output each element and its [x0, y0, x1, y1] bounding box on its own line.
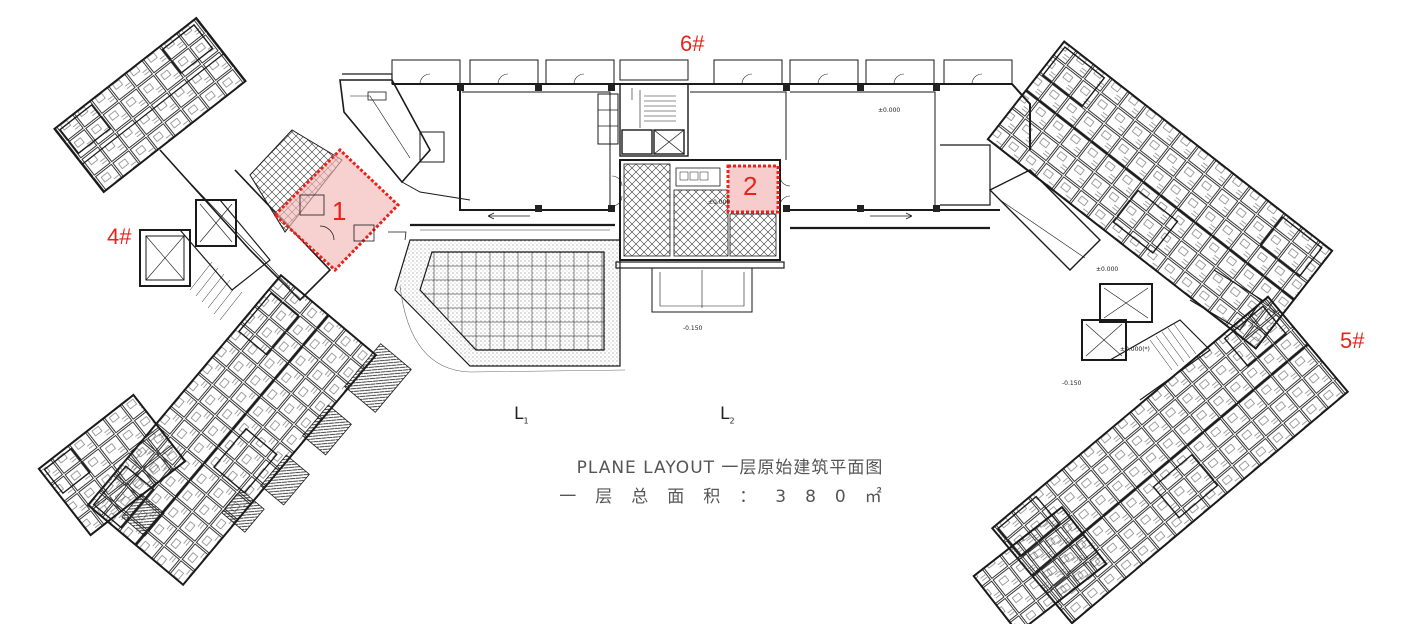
elevation-mark: ±0.000 [878, 107, 901, 114]
building-label-6: 6# [680, 31, 705, 56]
plan-caption-area: 一层总面积：380㎡ [559, 487, 901, 507]
building-label-4: 4# [107, 224, 132, 249]
elevation-mark: ±0.000 [1096, 266, 1119, 273]
plan-caption-title: PLANE LAYOUT 一层原始建筑平面图 [576, 458, 884, 478]
building-label-5: 5# [1340, 328, 1365, 353]
section-mark-l2: L2 [720, 404, 735, 426]
section-mark-l1: L1 [514, 404, 529, 426]
elevation-mark: -0.150 [683, 325, 703, 332]
zone-number-1: 1 [332, 196, 347, 226]
left-connector [339, 79, 471, 201]
zone-2-highlight [726, 164, 780, 214]
elevation-mark: ±0.000(*) [1120, 346, 1150, 353]
elevation-mark: ±0.000 [708, 199, 731, 206]
courtyard-pool [388, 229, 626, 373]
zone-number-2: 2 [743, 171, 758, 201]
left-wing [37, 16, 412, 587]
right-wing [972, 40, 1350, 629]
zone-1-highlight [272, 147, 401, 273]
elevation-mark: -0.150 [1062, 380, 1082, 387]
